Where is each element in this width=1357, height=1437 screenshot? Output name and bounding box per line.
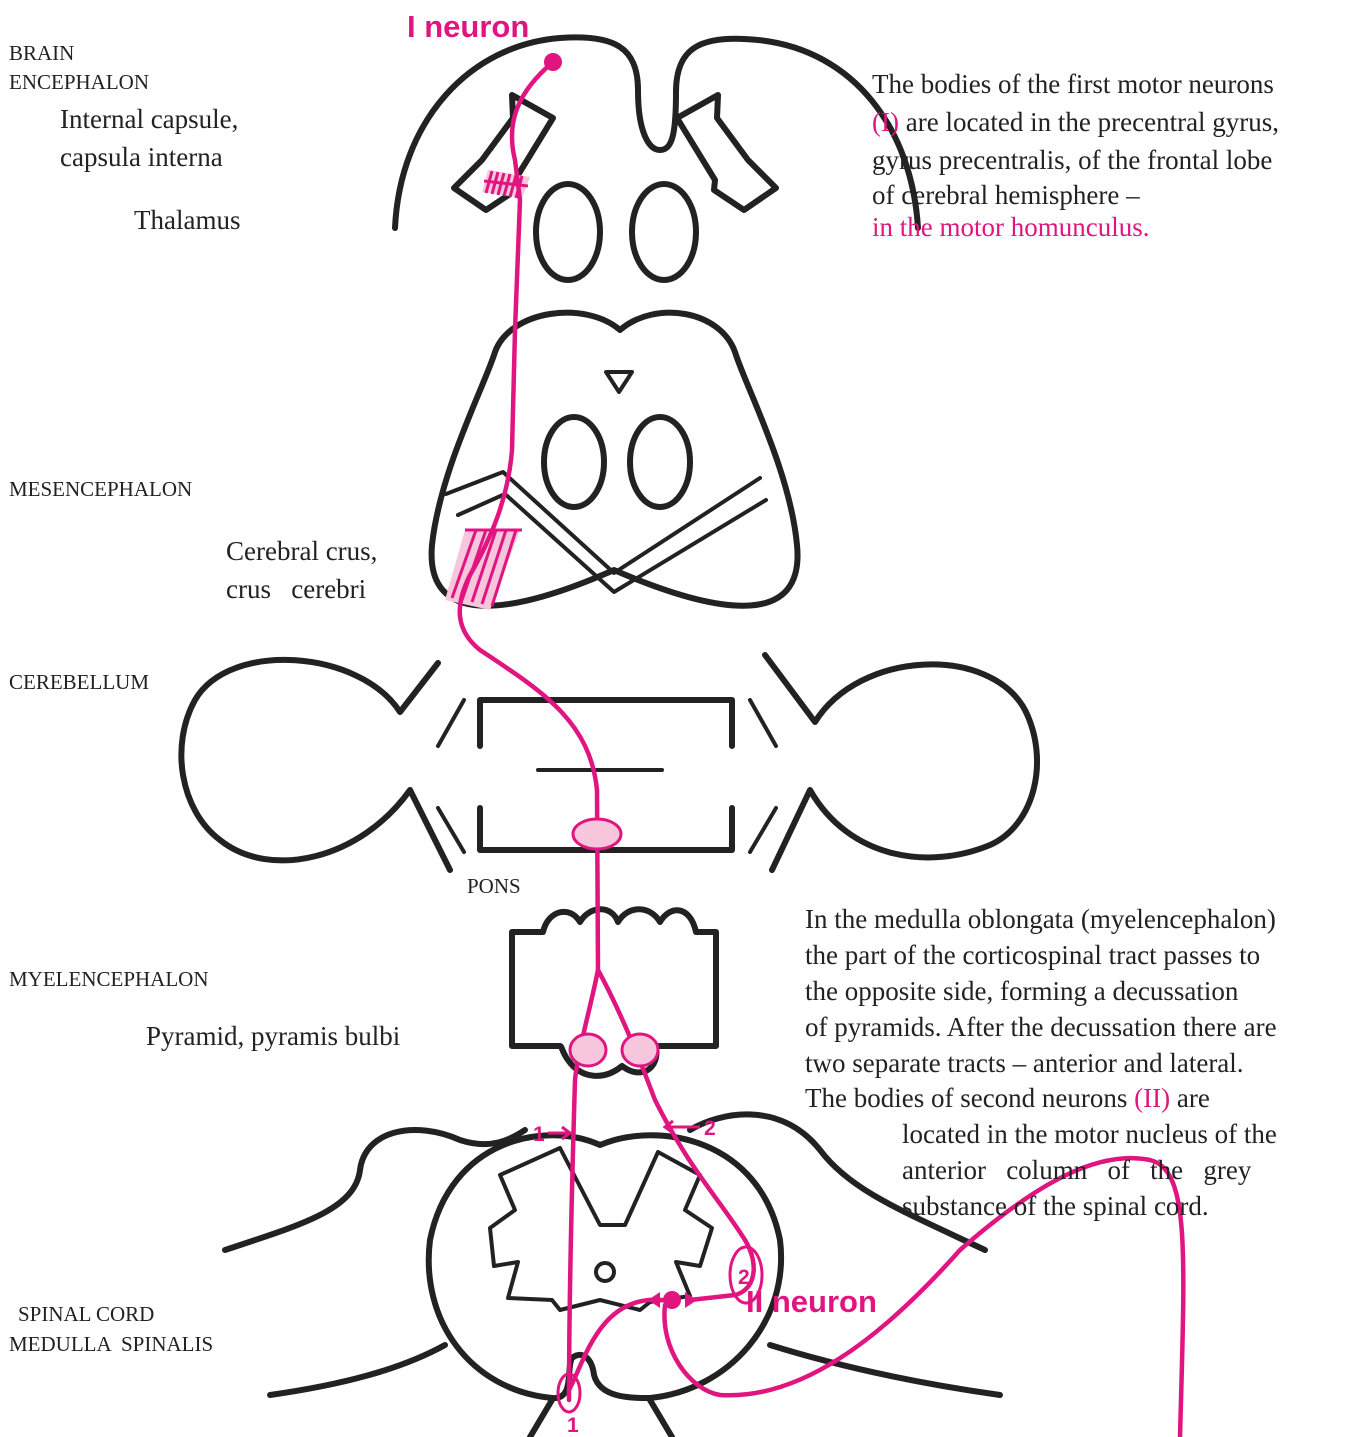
tract-lateral — [598, 970, 754, 1300]
label-crus-2: crus cerebri — [226, 574, 366, 604]
aqueduct — [606, 372, 632, 392]
cerebellum-right — [765, 655, 1037, 870]
label-thalamus: Thalamus — [134, 205, 240, 235]
top-text-line-2-rest: are located in the precentral gyrus, — [899, 107, 1279, 137]
marker-1-bottom: 1 — [567, 1414, 579, 1437]
central-canal — [596, 1263, 614, 1281]
label-internal-capsule-2: capsula interna — [60, 142, 223, 172]
bottom-text-pink-II: (II) — [1134, 1083, 1170, 1113]
first-neuron-label: I neuron — [407, 9, 529, 44]
pyramid-oval-right — [622, 1034, 658, 1066]
top-text-line-1: The bodies of the first motor neurons — [872, 69, 1274, 99]
thalamus-right — [632, 184, 696, 280]
tract-pons-to-medulla — [597, 790, 598, 970]
thalamus-left — [536, 184, 600, 280]
bottom-text-line-9: substance of the spinal cord. — [902, 1191, 1209, 1221]
top-text-line-3: gyrus precentralis, of the frontal lobe — [872, 145, 1272, 175]
red-nucleus-right — [630, 417, 690, 507]
label-cerebellum: CEREBELLUM — [9, 670, 149, 694]
top-text-line-5: in the motor homunculus. — [872, 212, 1149, 242]
label-internal-capsule-1: Internal capsule, — [60, 104, 238, 134]
internal-capsule-right — [677, 95, 776, 210]
top-text-line-2: (I) are located in the precentral gyrus, — [872, 107, 1279, 137]
spinal-cord-outline — [429, 1135, 781, 1398]
spinal-nerve-lower-left — [270, 1345, 445, 1395]
pyramid-oval-left — [570, 1034, 606, 1066]
bottom-text-line-1: In the medulla oblongata (myelencephalon… — [805, 904, 1276, 934]
bottom-text-line-6-start: The bodies of second neurons — [805, 1083, 1134, 1113]
pons-outline — [480, 700, 732, 746]
top-text-pink-I: (I) — [872, 107, 899, 137]
bottom-text-line-6-end: are — [1170, 1083, 1210, 1113]
medulla-outline — [512, 909, 716, 1076]
label-brain: BRAIN — [9, 41, 74, 65]
marker-2-top: 2 — [704, 1117, 716, 1140]
label-myelencephalon: MYELENCEPHALON — [9, 967, 209, 991]
label-crus-1: Cerebral crus, — [226, 536, 377, 566]
bottom-text-line-5: two separate tracts – anterior and later… — [805, 1048, 1244, 1078]
arrow-2 — [665, 1121, 700, 1133]
bottom-text-line-2: the part of the corticospinal tract pass… — [805, 940, 1260, 970]
label-encephalon: ENCEPHALON — [9, 70, 149, 94]
bottom-text-line-4: of pyramids. After the decussation there… — [805, 1012, 1277, 1042]
second-neuron-arrow-left — [648, 1292, 660, 1308]
spinal-cord-section — [225, 1114, 1000, 1437]
cerebellum-left — [181, 660, 450, 870]
top-text-line-4: of cerebral hemisphere – — [872, 180, 1140, 210]
spinal-nerve-lower-right — [770, 1345, 1000, 1395]
spinal-nerve-upper-left — [225, 1130, 525, 1250]
second-neuron-body — [663, 1291, 681, 1309]
crus-hatch — [445, 530, 522, 610]
pons-tract-oval — [573, 819, 621, 849]
grey-matter — [490, 1148, 712, 1310]
label-mesencephalon: MESENCEPHALON — [9, 477, 192, 501]
bottom-text-line-7: located in the motor nucleus of the — [902, 1119, 1277, 1149]
bottom-text-line-6: The bodies of second neurons (II) are — [805, 1083, 1210, 1113]
corticospinal-tract — [460, 53, 1184, 1437]
label-medulla-spinalis: MEDULLA SPINALIS — [9, 1332, 213, 1356]
label-pyramid: Pyramid, pyramis bulbi — [146, 1021, 400, 1051]
second-neuron-label: II neuron — [746, 1284, 877, 1319]
bottom-text-line-3: the opposite side, forming a decussation — [805, 976, 1239, 1006]
tract-anterior-crossing — [569, 1300, 662, 1390]
marker-1-top: 1 — [533, 1123, 545, 1146]
label-pons: PONS — [467, 874, 521, 898]
marker-2-lateral: 2 — [738, 1266, 750, 1289]
brain-section — [395, 37, 918, 280]
myelencephalon-section — [512, 909, 716, 1076]
label-spinal-cord: SPINAL CORD — [18, 1302, 154, 1326]
red-nucleus-left — [544, 417, 604, 507]
bottom-text-line-8: anterior column of the grey — [902, 1155, 1252, 1185]
internal-capsule-hatch — [482, 170, 530, 198]
tract-cortex-to-crus — [460, 62, 597, 790]
labels: I neuron II neuron BRAIN ENCEPHALON Inte… — [9, 9, 1279, 1437]
